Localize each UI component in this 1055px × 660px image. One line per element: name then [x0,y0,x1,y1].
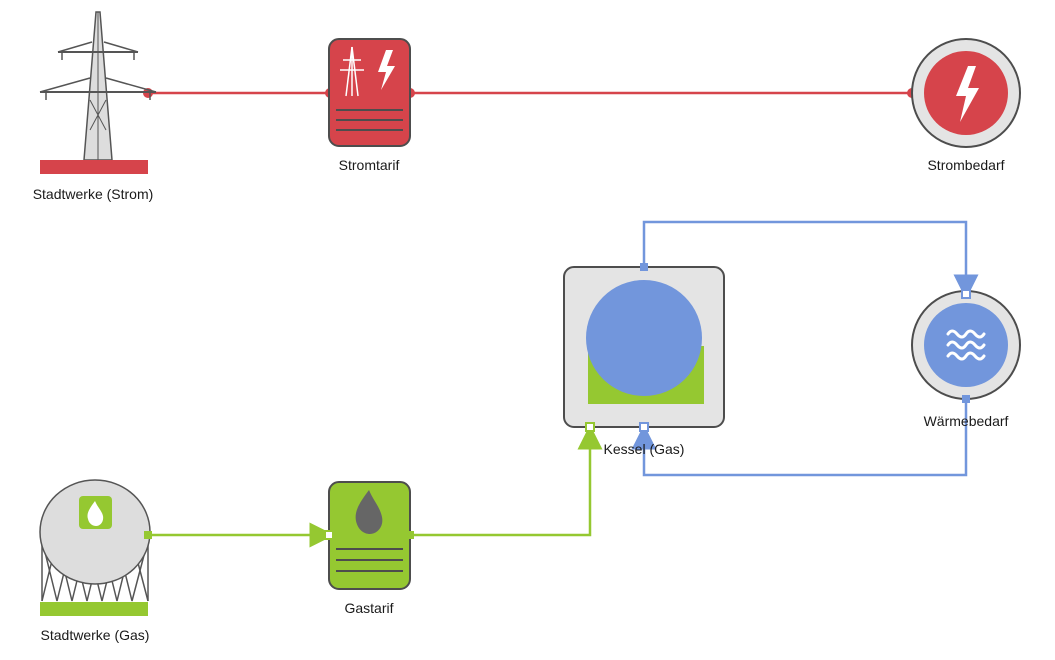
node-label-waermebedarf: Wärmebedarf [924,413,1009,429]
lightning-bolt-icon [956,66,979,122]
flame-icon [355,490,383,534]
node-stadtwerke-gas[interactable]: Stadtwerke (Gas) [39,479,152,643]
node-waermebedarf[interactable]: Wärmebedarf [911,289,1021,429]
heat-waves-icon [946,329,986,361]
heat-connections [631,220,979,477]
port-kessel-heat-out[interactable] [640,263,648,271]
port-waermebedarf-out[interactable] [962,395,970,403]
electricity-connections [143,88,917,98]
node-label-stadtwerke-gas: Stadtwerke (Gas) [41,627,150,643]
ground-bar [40,602,148,616]
edge-gastarif-to-kessel[interactable] [410,424,603,537]
node-label-gastarif: Gastarif [344,600,393,616]
port-kessel-heat-return[interactable] [639,422,649,432]
power-pylon-icon [39,11,157,161]
port-waermebedarf-in[interactable] [961,289,971,299]
kessel-heat-circle [586,280,702,396]
port-stadtwerke-gas-out[interactable] [144,531,152,539]
gas-connections [148,424,603,548]
node-label-strombedarf: Strombedarf [927,157,1004,173]
tariff-lines [336,548,403,572]
flame-icon [87,501,104,526]
port-gastarif-out[interactable] [406,531,414,539]
power-pylon-icon [340,46,364,97]
lightning-bolt-icon [378,50,395,90]
edge-kessel-to-waermebedarf[interactable] [642,220,979,300]
node-kessel-gas[interactable]: Kessel (Gas) [563,263,725,457]
node-gastarif[interactable]: Gastarif [324,481,414,616]
node-label-stromtarif: Stromtarif [339,157,400,173]
edge-waermebedarf-return-to-kessel[interactable] [631,399,968,477]
tariff-lines [336,109,403,131]
node-label-kessel-gas: Kessel (Gas) [604,441,685,457]
node-stromtarif[interactable]: Stromtarif [328,38,411,173]
port-kessel-gas-in[interactable] [585,422,595,432]
port-gastarif-in[interactable] [324,530,334,540]
node-stadtwerke-strom[interactable]: Stadtwerke (Strom) [33,11,157,202]
node-label-stadtwerke-strom: Stadtwerke (Strom) [33,186,154,202]
ground-bar [40,160,148,174]
node-strombedarf[interactable]: Strombedarf [911,38,1021,173]
gas-tank-sphere [39,479,151,585]
